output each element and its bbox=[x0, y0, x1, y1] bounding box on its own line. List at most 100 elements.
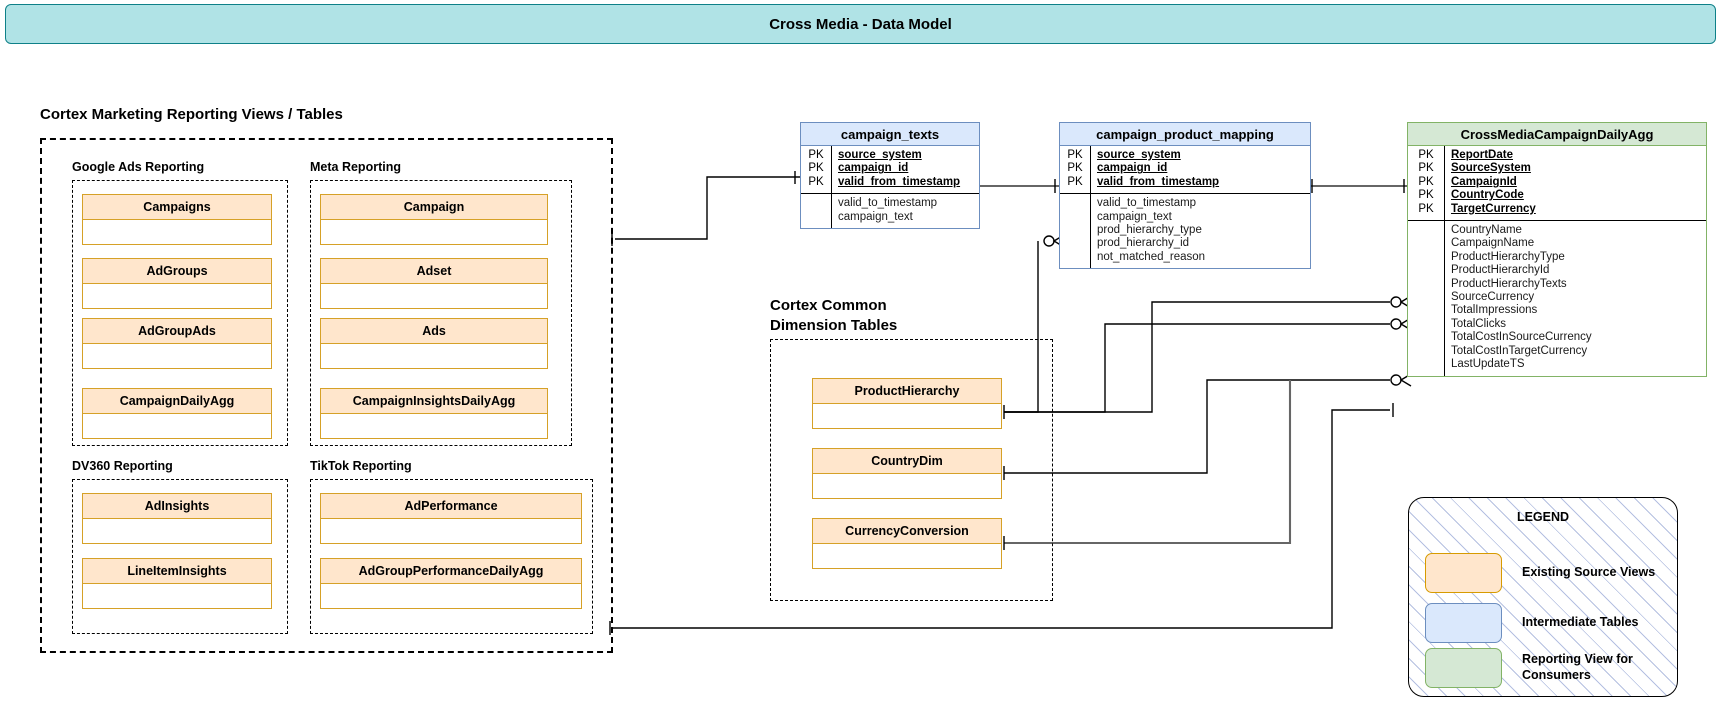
pk-marker: PK bbox=[1418, 162, 1434, 175]
group-label-dv360: DV360 Reporting bbox=[72, 459, 173, 473]
pk-marker: PK bbox=[1067, 149, 1083, 161]
source-table-body bbox=[83, 220, 271, 244]
er-key-column: PK PK PK bbox=[1060, 146, 1091, 194]
er-field-column: source_system campaign_id valid_from_tim… bbox=[1091, 146, 1310, 193]
source-table-adgroupads[interactable]: AdGroupAds bbox=[82, 318, 272, 369]
er-key-field: SourceSystem bbox=[1451, 162, 1531, 175]
er-attr-field: TotalClicks bbox=[1451, 317, 1506, 330]
group-box-meta bbox=[310, 180, 572, 446]
dimension-table-body bbox=[813, 544, 1001, 568]
source-table-title: AdInsights bbox=[83, 494, 271, 519]
source-table-adgroups[interactable]: AdGroups bbox=[82, 258, 272, 309]
source-table-body bbox=[321, 414, 547, 438]
er-key-field: source_system bbox=[838, 149, 922, 161]
pk-marker: PK bbox=[808, 162, 824, 175]
pk-marker: PK bbox=[1418, 175, 1434, 188]
source-table-meta-campaign[interactable]: Campaign bbox=[320, 194, 548, 245]
er-attr-section: valid_to_timestamp campaign_text prod_hi… bbox=[1060, 193, 1310, 269]
er-attr-field: ProductHierarchyId bbox=[1451, 264, 1550, 277]
er-table-title: campaign_texts bbox=[801, 123, 979, 146]
er-key-field: valid_from_timestamp bbox=[1097, 175, 1220, 188]
source-table-adgroupperformancedailyagg[interactable]: AdGroupPerformanceDailyAgg bbox=[320, 558, 582, 609]
er-key-column-empty bbox=[1060, 194, 1091, 269]
diagram-title-banner: Cross Media - Data Model bbox=[5, 4, 1716, 44]
source-table-body bbox=[321, 220, 547, 244]
source-table-title: AdGroupAds bbox=[83, 319, 271, 344]
source-table-body bbox=[321, 284, 547, 308]
source-table-body bbox=[321, 344, 547, 368]
er-field-column: CountryName CampaignName ProductHierarch… bbox=[1445, 221, 1706, 375]
er-attr-section: valid_to_timestamp campaign_text bbox=[801, 193, 979, 229]
er-table-cross-media-campaign-daily-agg[interactable]: CrossMediaCampaignDailyAgg PK PK PK PK P… bbox=[1407, 122, 1707, 377]
er-attr-field: valid_to_timestamp bbox=[838, 197, 938, 210]
legend-label: Intermediate Tables bbox=[1522, 615, 1639, 630]
source-table-campaigns[interactable]: Campaigns bbox=[82, 194, 272, 245]
er-attr-field: SourceCurrency bbox=[1451, 291, 1535, 304]
legend-swatch-orange bbox=[1425, 553, 1502, 593]
source-table-title: Campaign bbox=[321, 195, 547, 220]
er-key-field: CountryCode bbox=[1451, 189, 1524, 202]
er-attr-field: TotalCostInTargetCurrency bbox=[1451, 344, 1588, 357]
legend-panel: LEGEND Existing Source Views Intermediat… bbox=[1408, 497, 1678, 697]
source-table-body bbox=[83, 414, 271, 438]
er-table-campaign-product-mapping[interactable]: campaign_product_mapping PK PK PK source… bbox=[1059, 122, 1311, 270]
pk-marker: PK bbox=[808, 149, 824, 161]
legend-item-reporting-view: Reporting View for Consumers bbox=[1425, 648, 1633, 688]
pk-marker: PK bbox=[808, 175, 824, 188]
er-key-field: ReportDate bbox=[1451, 149, 1513, 161]
source-table-adset[interactable]: Adset bbox=[320, 258, 548, 309]
er-key-column: PK PK PK PK PK bbox=[1408, 146, 1445, 221]
er-key-column-empty bbox=[1408, 221, 1445, 376]
pk-marker: PK bbox=[1067, 175, 1083, 188]
source-table-lineiteminsights[interactable]: LineItemInsights bbox=[82, 558, 272, 609]
source-table-title: AdPerformance bbox=[321, 494, 581, 519]
er-key-field: source_system bbox=[1097, 149, 1181, 161]
dimension-table-producthierarchy[interactable]: ProductHierarchy bbox=[812, 378, 1002, 429]
er-field-column: ReportDate SourceSystem CampaignId Count… bbox=[1445, 146, 1706, 220]
group-label-tiktok: TikTok Reporting bbox=[310, 459, 412, 473]
er-table-campaign-texts[interactable]: campaign_texts PK PK PK source_system ca… bbox=[800, 122, 980, 230]
group-box-dv360 bbox=[72, 479, 288, 634]
legend-label: Existing Source Views bbox=[1522, 565, 1656, 580]
group-box-tiktok bbox=[310, 479, 593, 634]
common-dimension-heading: Cortex Common Dimension Tables bbox=[770, 297, 898, 334]
source-table-adperformance[interactable]: AdPerformance bbox=[320, 493, 582, 544]
source-table-title: AdGroupPerformanceDailyAgg bbox=[321, 559, 581, 584]
er-attr-field: prod_hierarchy_id bbox=[1097, 237, 1190, 250]
er-key-field: TargetCurrency bbox=[1451, 202, 1536, 215]
er-key-section: PK PK PK PK PK ReportDate SourceSystem C… bbox=[1408, 146, 1706, 221]
er-attr-field: CampaignName bbox=[1451, 237, 1535, 250]
legend-title: LEGEND bbox=[1516, 510, 1570, 524]
source-table-campaigndailyagg[interactable]: CampaignDailyAgg bbox=[82, 388, 272, 439]
source-table-adinsights[interactable]: AdInsights bbox=[82, 493, 272, 544]
source-table-title: Adset bbox=[321, 259, 547, 284]
source-table-body bbox=[83, 344, 271, 368]
cortex-reporting-heading: Cortex Marketing Reporting Views / Table… bbox=[40, 106, 343, 123]
er-field-column: source_system campaign_id valid_from_tim… bbox=[832, 146, 979, 193]
legend-swatch-green bbox=[1425, 648, 1502, 688]
er-attr-field: prod_hierarchy_type bbox=[1097, 224, 1202, 237]
er-key-section: PK PK PK source_system campaign_id valid… bbox=[801, 146, 979, 194]
dimension-table-body bbox=[813, 404, 1001, 428]
er-attr-field: ProductHierarchyType bbox=[1451, 250, 1565, 263]
dimension-table-title: ProductHierarchy bbox=[813, 379, 1001, 404]
er-key-field: campaign_id bbox=[1097, 162, 1168, 175]
legend-item-existing-source-views: Existing Source Views bbox=[1425, 553, 1655, 593]
pk-marker: PK bbox=[1418, 189, 1434, 202]
er-key-field: campaign_id bbox=[838, 162, 909, 175]
er-key-column-empty bbox=[801, 194, 832, 229]
source-table-body bbox=[83, 519, 271, 543]
source-table-body bbox=[83, 284, 271, 308]
legend-swatch-blue bbox=[1425, 603, 1502, 643]
er-attr-field: CountryName bbox=[1451, 224, 1522, 237]
er-attr-section: CountryName CampaignName ProductHierarch… bbox=[1408, 220, 1706, 376]
source-table-title: AdGroups bbox=[83, 259, 271, 284]
source-table-campaigninsightsdailyagg[interactable]: CampaignInsightsDailyAgg bbox=[320, 388, 548, 439]
source-table-ads[interactable]: Ads bbox=[320, 318, 548, 369]
source-table-body bbox=[321, 519, 581, 543]
dimension-table-countrydim[interactable]: CountryDim bbox=[812, 448, 1002, 499]
dimension-table-currencyconversion[interactable]: CurrencyConversion bbox=[812, 518, 1002, 569]
legend-label: Reporting View for Consumers bbox=[1522, 652, 1633, 682]
er-key-section: PK PK PK source_system campaign_id valid… bbox=[1060, 146, 1310, 194]
